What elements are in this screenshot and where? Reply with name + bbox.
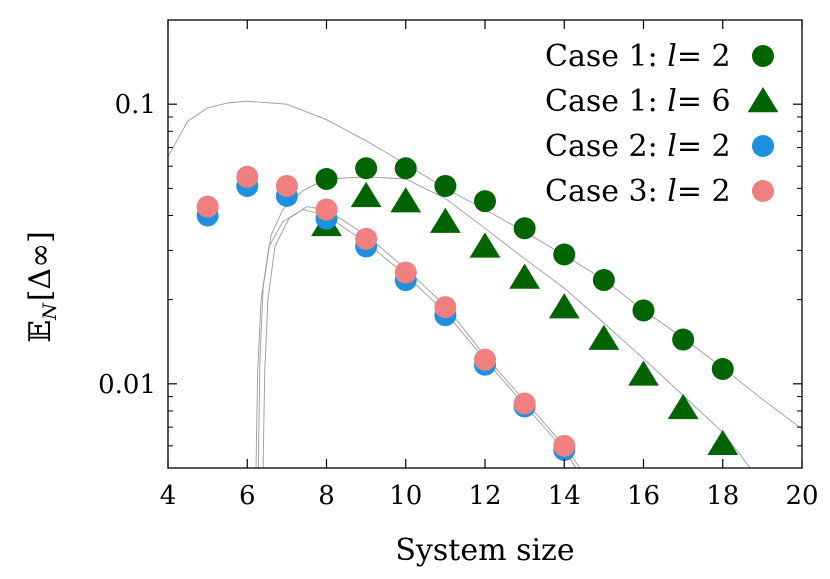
legend-label: Case 2: l= 2 [545, 129, 731, 164]
x-tick-label: 6 [239, 481, 256, 511]
data-point [434, 174, 457, 197]
x-tick-label: 14 [548, 481, 581, 511]
data-point [509, 263, 541, 289]
x-tick-label: 18 [706, 481, 739, 511]
data-point [315, 168, 338, 191]
data-point [632, 299, 655, 322]
legend-var: l [667, 129, 677, 164]
y-axis-label-bracket: [Δ∞] [23, 231, 58, 301]
legend-label: Case 1: l= 6 [545, 84, 731, 119]
legend-case: Case 1: [545, 84, 667, 119]
y-tick-label: 0.01 [98, 370, 156, 400]
legend-marker [752, 135, 774, 157]
series-4 [196, 165, 576, 457]
legend-marker [752, 180, 774, 202]
x-tick-label: 4 [160, 481, 177, 511]
legend-label: Case 1: l= 2 [545, 39, 731, 74]
data-point [553, 434, 576, 457]
y-axis-label-sub: N [39, 302, 61, 321]
x-axis-label: System size [395, 533, 574, 568]
legend-item-1: Case 1: l= 2 [545, 39, 774, 74]
data-point [350, 181, 382, 208]
data-point [429, 207, 461, 233]
data-point [275, 174, 298, 197]
data-point [672, 328, 695, 351]
legend-var: l [667, 174, 677, 209]
data-point [315, 198, 338, 221]
legend-label: Case 3: l= 2 [545, 174, 731, 209]
data-point [469, 232, 501, 258]
legend-marker [752, 45, 774, 67]
legend-val: = 2 [677, 174, 731, 209]
legend-item-4: Case 3: l= 2 [545, 174, 774, 209]
y-axis-label: 𝔼N[Δ∞] [23, 231, 61, 343]
data-point [667, 393, 699, 420]
legend-case: Case 1: [545, 39, 667, 74]
data-point [236, 165, 259, 188]
data-point [513, 217, 536, 240]
data-point [394, 157, 417, 180]
x-tick-label: 10 [389, 481, 422, 511]
series-2 [311, 181, 739, 456]
legend-case: Case 2: [545, 129, 667, 164]
legend-case: Case 3: [545, 174, 667, 209]
series-1 [315, 157, 734, 380]
y-tick-label: 0.1 [115, 90, 156, 120]
axis-ticks: 4 6 8 10 12 14 16 18 20 0.01 0.1 [98, 19, 819, 511]
x-tick-label: 16 [627, 481, 660, 511]
legend-val: = 2 [677, 129, 731, 164]
legend-val: = 2 [677, 39, 731, 74]
data-point [196, 195, 219, 218]
fit-curve-4 [262, 206, 581, 468]
x-tick-label: 8 [318, 481, 335, 511]
data-point [513, 392, 536, 415]
legend-marker [747, 87, 779, 113]
legend-item-2: Case 1: l= 6 [545, 84, 779, 119]
legend-var: l [667, 39, 677, 74]
data-point [355, 157, 378, 180]
data-point [711, 357, 734, 380]
data-point [707, 429, 739, 456]
legend-val: = 6 [677, 84, 731, 119]
data-markers [196, 157, 739, 461]
data-point [474, 190, 496, 213]
x-tick-label: 12 [468, 481, 501, 511]
data-point [553, 243, 576, 266]
fit-curve-2 [257, 176, 751, 468]
legend-var: l [667, 84, 677, 119]
data-point [390, 187, 422, 213]
series-3 [196, 174, 576, 461]
data-point [434, 296, 457, 319]
data-point [474, 348, 496, 371]
legend-item-3: Case 2: l= 2 [545, 129, 774, 164]
data-point [355, 227, 378, 250]
x-tick-label: 20 [785, 481, 818, 511]
data-point [588, 324, 620, 350]
data-point [548, 293, 580, 319]
y-axis-label-main: 𝔼 [23, 320, 58, 343]
data-point [394, 261, 417, 284]
data-point [628, 360, 659, 386]
fit-curve-3 [255, 209, 577, 468]
data-point [592, 269, 615, 292]
